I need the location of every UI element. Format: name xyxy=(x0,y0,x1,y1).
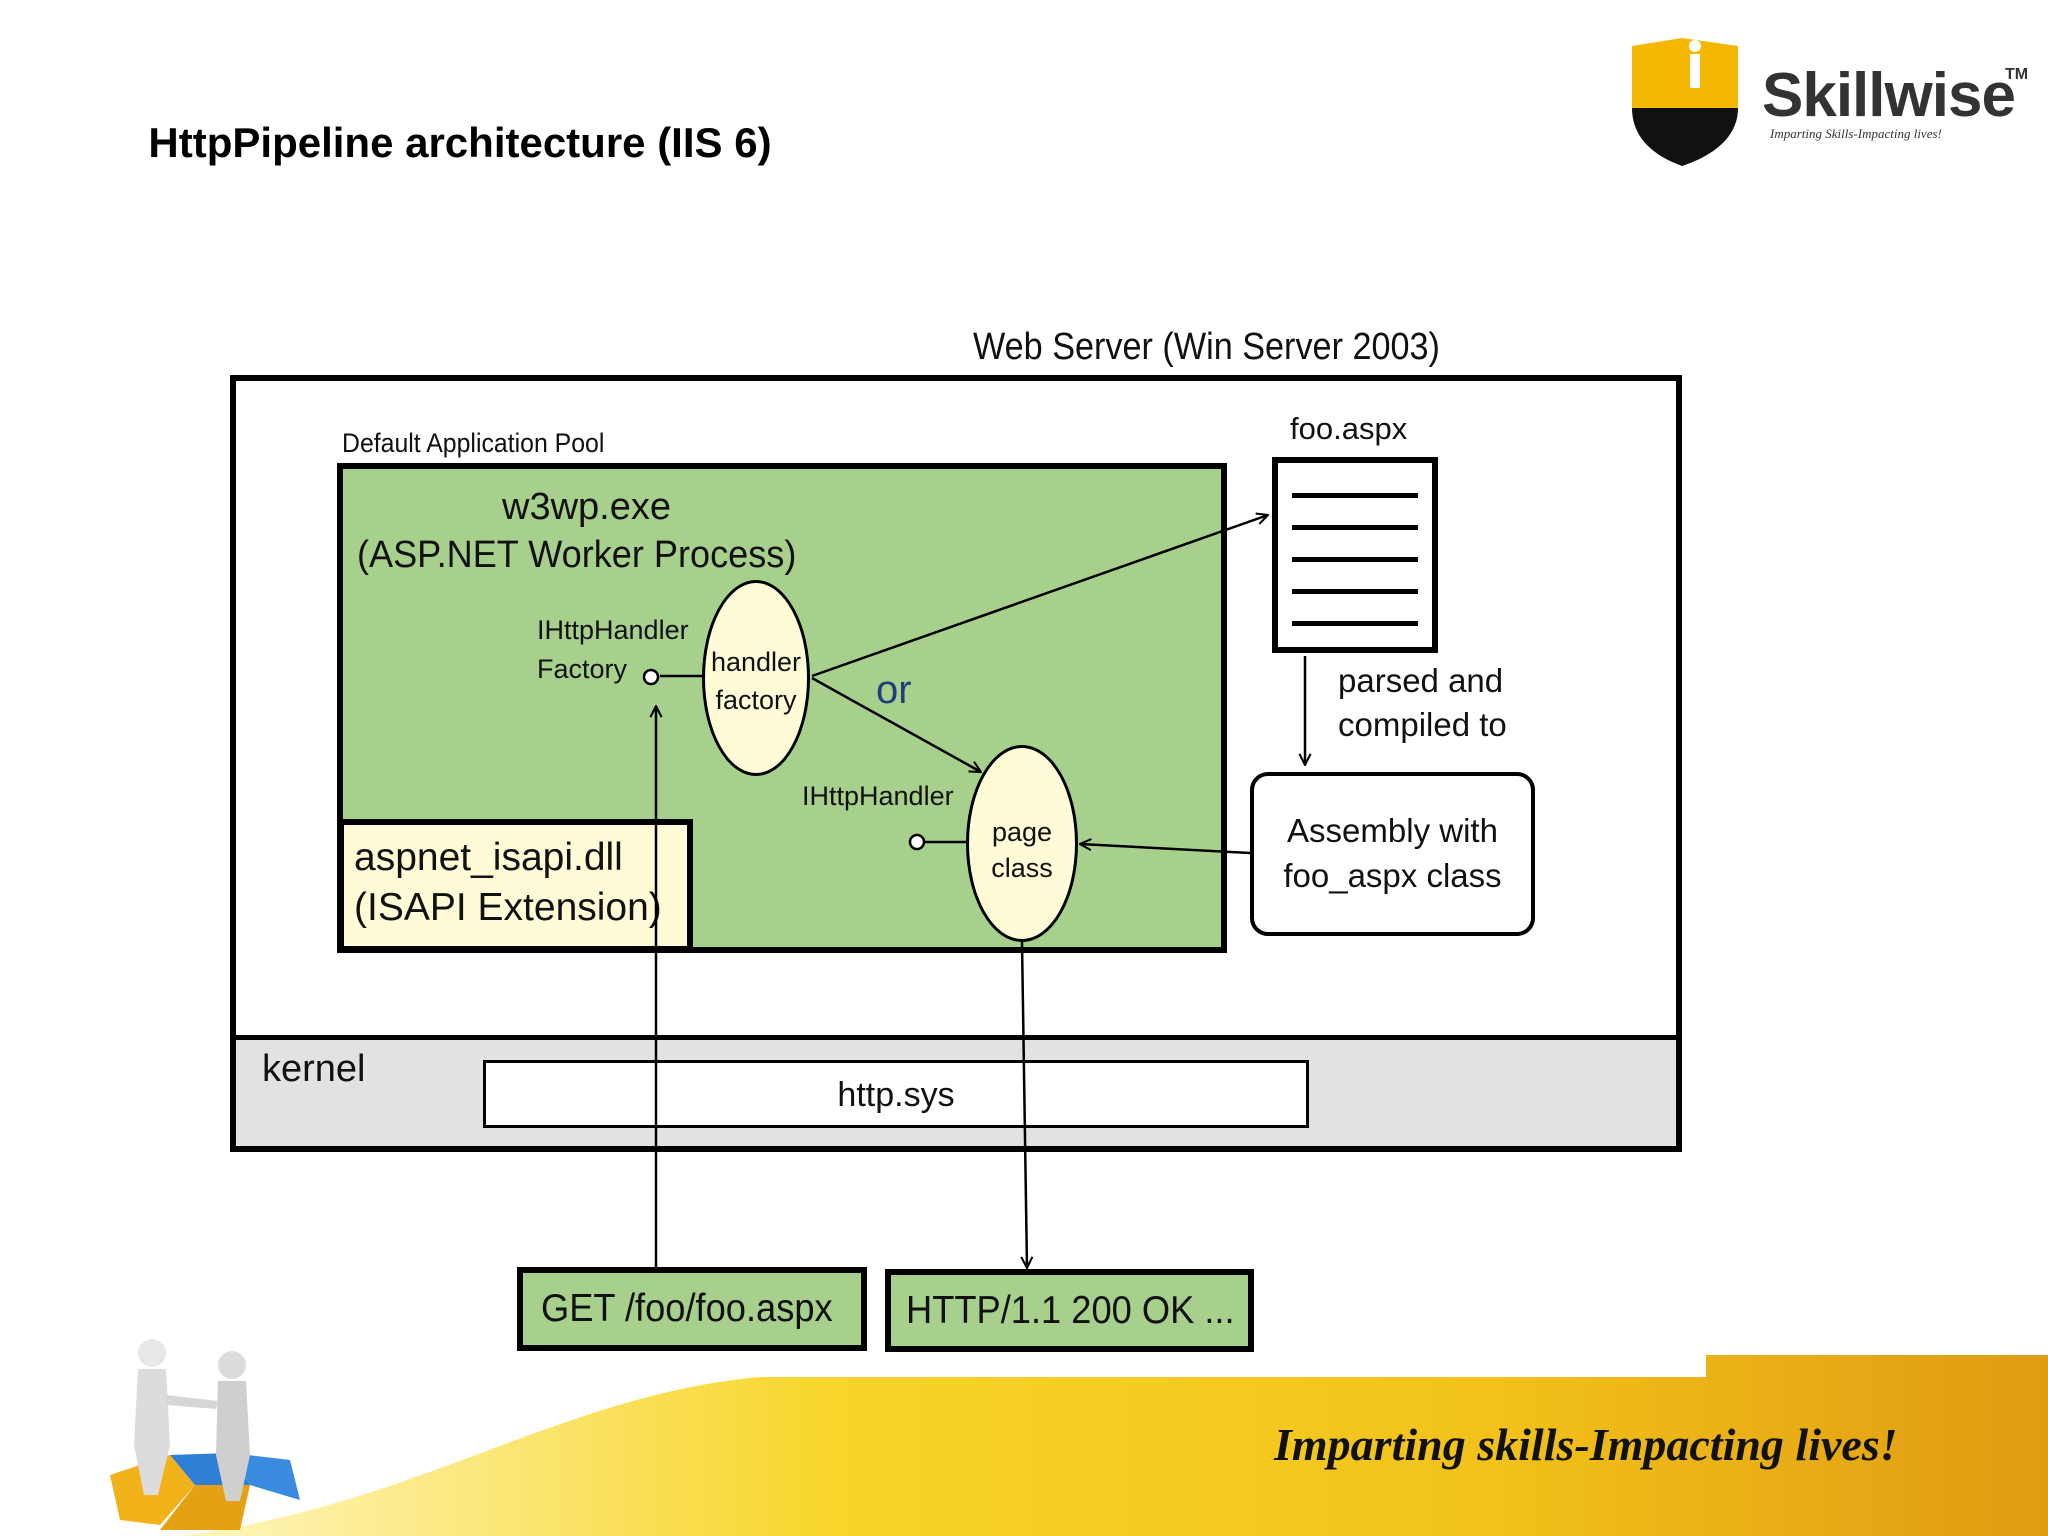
page-class-ellipse: page class xyxy=(966,745,1078,942)
isapi-box xyxy=(338,819,693,952)
ihttphandlerfactory-label: IHttpHandler xyxy=(537,615,689,645)
worker-process-name: w3wp.exe xyxy=(502,486,671,528)
factory-to-page-arrow xyxy=(811,676,981,772)
page-class-line2: class xyxy=(991,853,1053,883)
assembly-line2: foo_aspx class xyxy=(1283,857,1502,894)
slide-title: HttpPipeline architecture (IIS 6) xyxy=(148,119,772,166)
assembly-to-page-arrow xyxy=(1080,844,1251,855)
aspx-document-icon xyxy=(1272,457,1438,653)
http-sys-box: http.sys xyxy=(483,1060,1309,1128)
handler-factory-line2: factory xyxy=(715,685,797,715)
skillwise-shield-icon xyxy=(1632,38,1738,166)
logo-name: Skillwise xyxy=(1762,61,2016,130)
http-sys-label: http.sys xyxy=(837,1076,955,1114)
ihttphandler-label: IHttpHandler xyxy=(802,781,954,811)
handler-factory-line1: handler xyxy=(710,647,802,677)
assembly-box: Assembly with foo_aspx class xyxy=(1250,772,1535,936)
or-label: or xyxy=(876,668,912,712)
footer-slogan: Imparting skills-Impacting lives! xyxy=(1274,1419,1898,1470)
assembly-line1: Assembly with xyxy=(1287,812,1498,849)
foo-aspx-label: foo.aspx xyxy=(1290,411,1408,446)
handler-factory-ellipse: handler factory xyxy=(702,580,810,776)
ihttphandlerfactory-label-factory: Factory xyxy=(537,654,628,684)
request-box: GET /foo/foo.aspx xyxy=(517,1267,867,1351)
parsed-label-line1: parsed and xyxy=(1338,662,1504,699)
footer-banner xyxy=(180,1355,2048,1536)
request-label: GET /foo/foo.aspx xyxy=(541,1287,833,1330)
factory-to-aspx-arrow xyxy=(811,515,1268,678)
worker-process-description: (ASP.NET Worker Process) xyxy=(357,534,797,576)
app-pool-label: Default Application Pool xyxy=(342,428,605,458)
web-server-label: Web Server (Win Server 2003) xyxy=(973,326,1440,368)
handler-interface-connector xyxy=(908,833,966,851)
isapi-description: (ISAPI Extension) xyxy=(354,886,662,929)
logo-tagline: Imparting Skills-Impacting lives! xyxy=(1770,126,1942,141)
kernel-label: kernel xyxy=(262,1048,366,1090)
response-label: HTTP/1.1 200 OK ... xyxy=(906,1289,1235,1332)
isapi-dll-name: aspnet_isapi.dll xyxy=(354,836,623,879)
page-class-line1: page xyxy=(991,817,1053,847)
parsed-label-line2: compiled to xyxy=(1338,706,1507,743)
response-box: HTTP/1.1 200 OK ... xyxy=(885,1269,1254,1352)
response-arrow xyxy=(1022,941,1027,1268)
factory-interface-connector xyxy=(642,668,702,686)
logo-trademark: TM xyxy=(2005,66,2029,83)
handshake-puzzle-icon xyxy=(110,1339,300,1530)
